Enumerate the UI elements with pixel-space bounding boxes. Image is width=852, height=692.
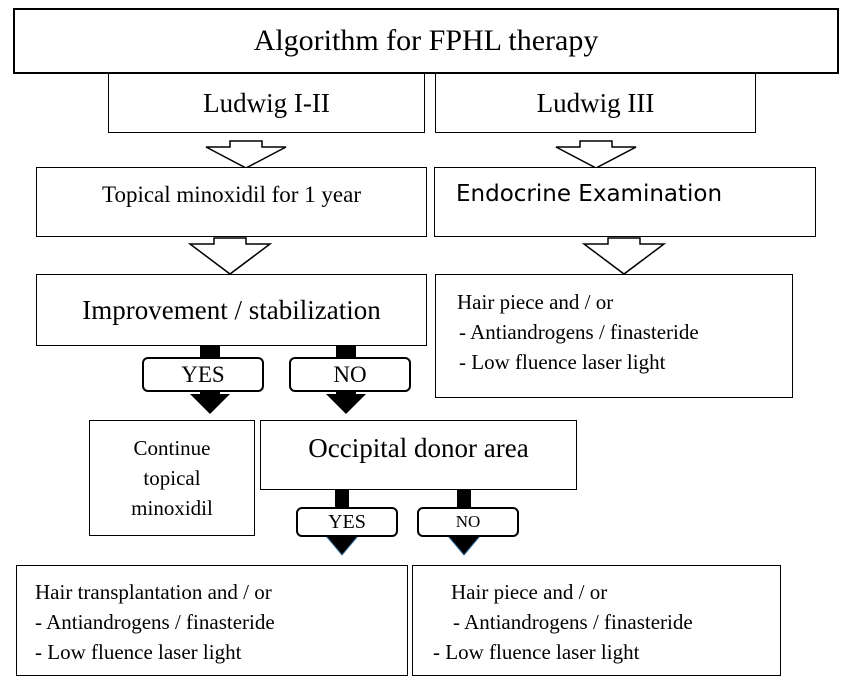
hairpiece-line-1: Hair piece and / or	[451, 580, 608, 604]
solid-arrow-donor-yes-head	[324, 535, 360, 556]
yes-pill: YES	[142, 357, 264, 392]
transplant-line-2: - Antiandrogens / finasteride	[35, 610, 275, 634]
result-line-1: Hair piece and / or	[457, 290, 614, 314]
hollow-arrow-1	[205, 140, 287, 169]
donor-yes-result-box: Hair transplantation and / or - Antiandr…	[16, 565, 408, 676]
continue-line-1: Continue	[133, 436, 211, 460]
hollow-arrow-3	[187, 237, 273, 275]
solid-arrow-donor-no-head	[446, 535, 482, 556]
topical-minoxidil-label: Topical minoxidil for 1 year	[102, 182, 361, 207]
result-line-2: - Antiandrogens / finasteride	[459, 320, 699, 344]
no-pill: NO	[289, 357, 411, 392]
donor-area-box: Occipital donor area	[260, 420, 577, 490]
diagram-title: Algorithm for FPHL therapy	[253, 24, 599, 57]
title-box: Algorithm for FPHL therapy	[13, 8, 839, 74]
donor-yes-label: YES	[328, 510, 366, 533]
transplant-line-1: Hair transplantation and / or	[35, 580, 272, 604]
ludwig-1-2-label: Ludwig I-II	[203, 87, 330, 118]
donor-no-label: NO	[455, 512, 481, 531]
ludwig-3-box: Ludwig III	[435, 73, 756, 133]
continue-line-2: topical	[143, 466, 201, 490]
topical-minoxidil-box: Topical minoxidil for 1 year	[36, 167, 427, 237]
ludwig-3-label: Ludwig III	[536, 87, 655, 118]
endocrine-label: Endocrine Examination	[456, 181, 723, 207]
yes-label: YES	[181, 361, 225, 387]
donor-yes-pill: YES	[296, 507, 398, 537]
donor-area-label: Occipital donor area	[308, 433, 529, 463]
continue-line-3: minoxidil	[131, 496, 213, 520]
solid-arrow-yes-head	[190, 394, 230, 414]
endocrine-box: Endocrine Examination	[434, 167, 816, 237]
donor-no-pill: NO	[417, 507, 519, 537]
ludwig-1-2-box: Ludwig I-II	[108, 73, 425, 133]
transplant-line-3: - Low fluence laser light	[35, 640, 242, 664]
continue-box: Continue topical minoxidil	[89, 420, 255, 536]
ludwig-3-result-box: Hair piece and / or - Antiandrogens / fi…	[435, 274, 793, 398]
hollow-arrow-2	[555, 140, 637, 169]
hairpiece-line-3: - Low fluence laser light	[433, 640, 640, 664]
solid-arrow-no-head	[326, 394, 366, 414]
donor-no-result-box: Hair piece and / or - Antiandrogens / fi…	[412, 565, 781, 676]
hollow-arrow-4	[581, 237, 667, 275]
result-line-3: - Low fluence laser light	[459, 350, 666, 374]
no-label: NO	[333, 361, 367, 387]
hairpiece-line-2: - Antiandrogens / finasteride	[453, 610, 693, 634]
improvement-box: Improvement / stabilization	[36, 274, 427, 346]
improvement-label: Improvement / stabilization	[82, 294, 381, 325]
